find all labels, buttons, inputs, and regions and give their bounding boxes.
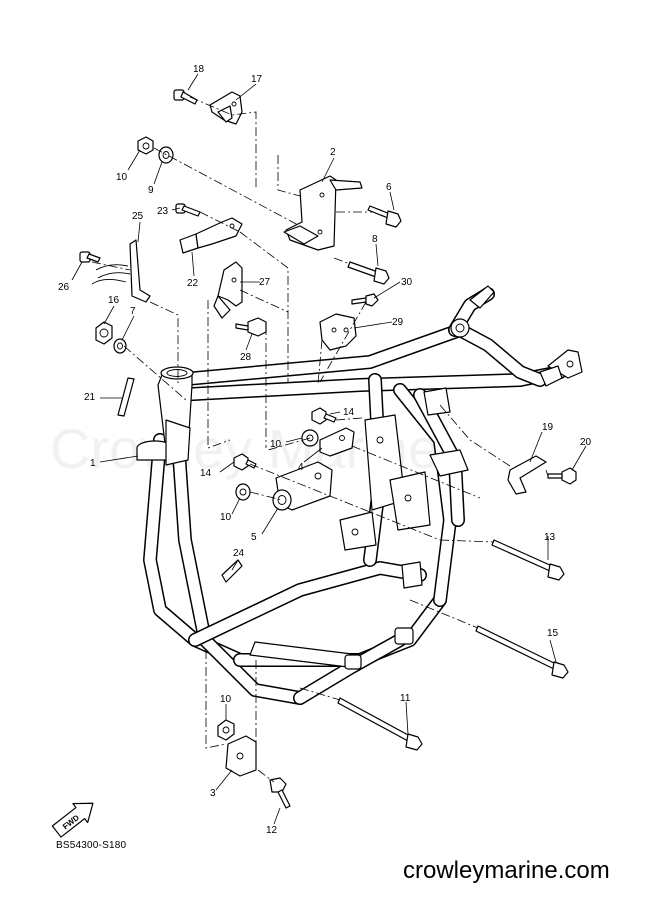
callout-27: 27 [259,277,271,288]
part-8-bolt [347,261,390,285]
fwd-arrow: FWD [51,802,94,838]
callout-10-top: 10 [116,172,128,183]
part-23-bolt [175,203,201,217]
part-22-damper [179,217,243,254]
callout-12: 12 [266,825,278,836]
callout-22: 22 [187,278,199,289]
diagram-code: BS54300-S180 [56,840,127,851]
callout-7: 7 [130,306,136,317]
part-28-bolt [235,317,267,337]
callout-30: 30 [401,277,413,288]
callout-15: 15 [547,628,559,639]
part-12-bolt [269,777,291,809]
part-10-nut-top [137,136,154,155]
part-2-bracket [283,175,363,251]
part-16-nut [95,321,113,345]
callout-17: 17 [251,74,263,85]
callout-26: 26 [58,282,70,293]
part-4-bracket [319,427,355,457]
callout-18: 18 [193,64,205,75]
callout-10-mid: 10 [270,439,282,450]
steering-head [136,366,194,466]
callout-2: 2 [330,147,336,158]
callout-19: 19 [542,422,554,433]
part-11-long-bolt [337,697,423,751]
site-footer-url[interactable]: crowleymarine.com [403,857,610,884]
part-18-bolt [173,89,198,105]
part-14-bolt-upper [311,407,337,425]
callout-9: 9 [148,185,154,196]
callout-28: 28 [240,352,252,363]
part-25-clip [91,239,151,303]
callout-13: 13 [544,532,556,543]
callout-29: 29 [392,317,404,328]
callout-11: 11 [400,693,411,704]
part-7-washer [113,338,127,354]
callout-21: 21 [84,392,96,403]
part-21-strip [117,377,135,417]
callout-5: 5 [251,532,257,543]
part-19-clip [507,455,547,495]
callout-leaders [71,73,587,825]
main-frame [143,285,583,705]
callout-14-upper: 14 [343,407,355,418]
part-10-washer-left [235,483,251,501]
callout-6: 6 [386,182,392,193]
part-9-washer [158,146,174,164]
part-27-bracket [213,261,243,319]
assembly-lines [91,96,549,783]
callout-10-bottom: 10 [220,694,232,705]
callout-8: 8 [372,234,378,245]
part-20-bolt [547,467,577,485]
part-13-long-bolt [491,539,565,581]
part-3-bracket [225,735,257,777]
callout-numbers: 18 17 10 9 2 6 8 25 23 22 26 16 7 27 28 … [58,64,592,836]
part-15-long-bolt [475,625,569,679]
part-24-pin [221,559,243,583]
part-29-bracket [319,313,357,351]
part-6-bolt [367,205,402,228]
part-26-bolt [79,251,101,263]
callout-16: 16 [108,295,120,306]
callout-23: 23 [157,206,169,217]
callout-1: 1 [90,458,96,469]
callout-25: 25 [132,211,144,222]
callout-10-left: 10 [220,512,232,523]
part-17-bracket [209,91,243,125]
callout-20: 20 [580,437,592,448]
part-10-washer-bottom [217,719,235,741]
callout-24: 24 [233,548,245,559]
callout-4: 4 [298,462,304,473]
callout-14-lower: 14 [200,468,212,479]
callout-3: 3 [210,788,216,799]
